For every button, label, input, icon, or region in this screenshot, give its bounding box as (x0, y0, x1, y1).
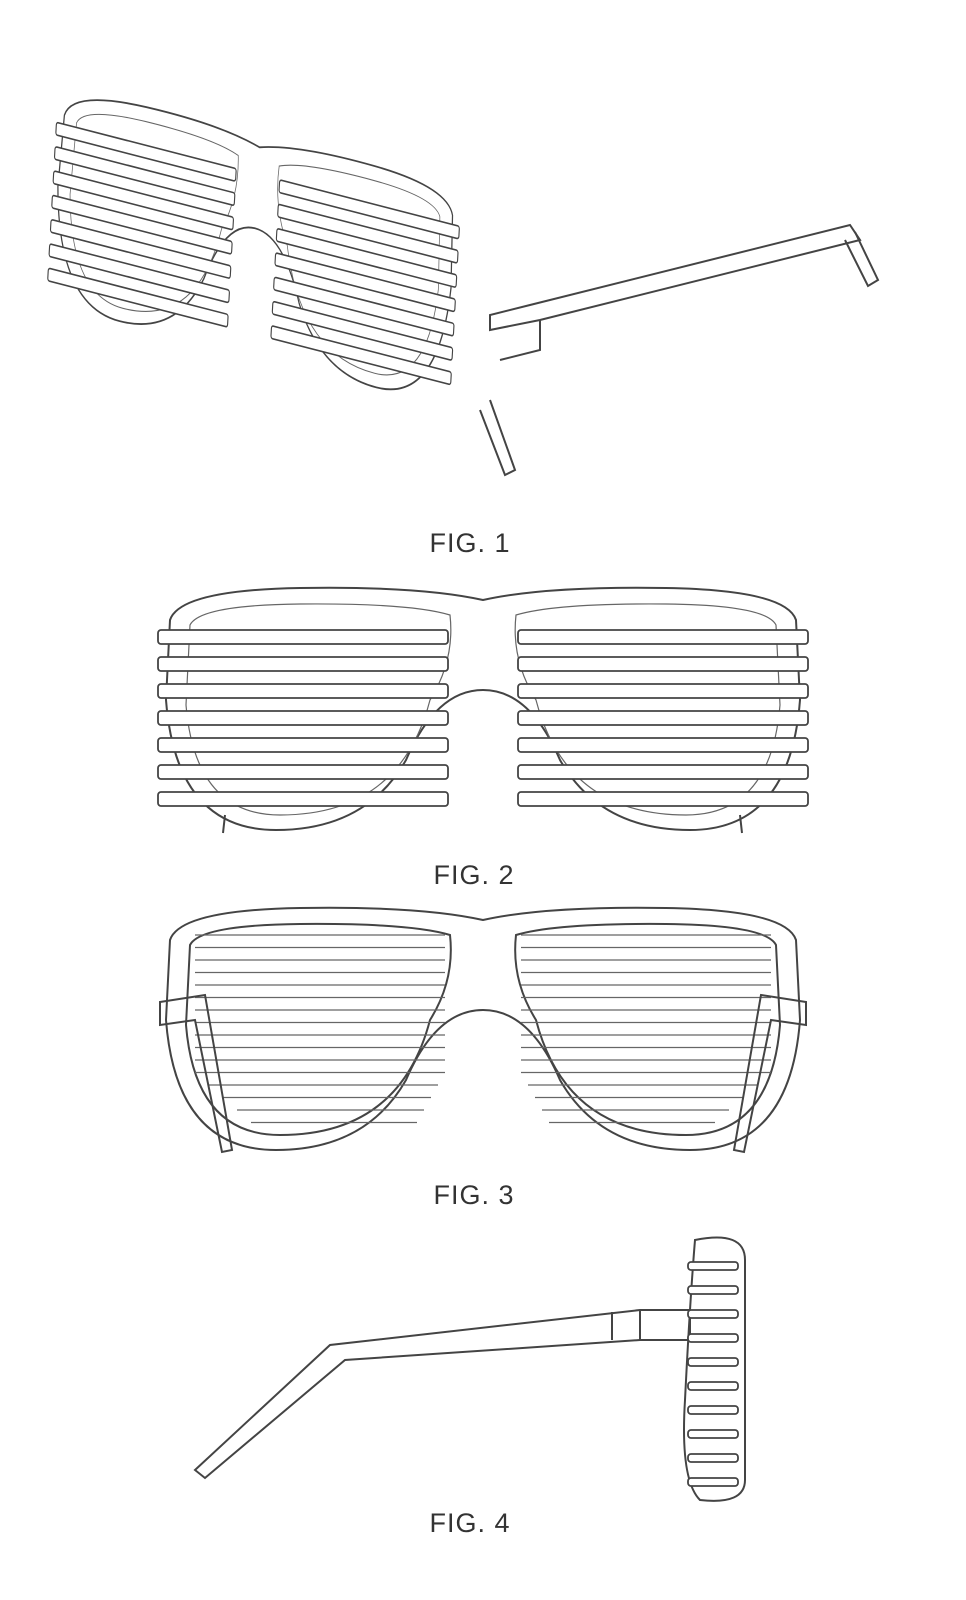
fig1-perspective-view (47, 84, 880, 477)
slat (277, 203, 459, 264)
slat (52, 170, 234, 231)
fig2-front-view (157, 586, 809, 834)
fig4-label: FIG. 4 (429, 1508, 511, 1538)
slat (157, 656, 449, 672)
slat (517, 656, 809, 672)
fig2-label: FIG. 2 (433, 860, 515, 890)
slat (274, 252, 456, 313)
slat (47, 267, 229, 328)
slat (517, 764, 809, 780)
slat (517, 629, 809, 645)
slat (517, 737, 809, 753)
slat (53, 146, 236, 206)
slat (687, 1453, 739, 1463)
fig3-label: FIG. 3 (433, 1180, 515, 1210)
slat (687, 1285, 739, 1295)
slat (157, 710, 449, 726)
slat (687, 1261, 739, 1271)
slat (687, 1429, 739, 1439)
slat (157, 629, 449, 645)
slat (157, 764, 449, 780)
fig1-label: FIG. 1 (429, 528, 511, 558)
slat (687, 1477, 739, 1487)
fig4-side-view (193, 1236, 746, 1502)
slat (48, 243, 230, 304)
fig3-rear-view (159, 906, 807, 1154)
slat (157, 737, 449, 753)
slat (51, 194, 233, 255)
slat (157, 683, 449, 699)
slat (687, 1333, 739, 1343)
slat (517, 791, 809, 807)
slat (687, 1405, 739, 1415)
slat (273, 276, 455, 337)
slat (687, 1309, 739, 1319)
slat (517, 683, 809, 699)
slat (687, 1357, 739, 1367)
slat (278, 179, 460, 240)
slat (55, 121, 237, 182)
slat (49, 219, 232, 279)
slat (271, 300, 454, 361)
slat (157, 791, 449, 807)
slat (517, 710, 809, 726)
slat (687, 1381, 739, 1391)
slat (275, 228, 458, 288)
slat (270, 325, 452, 386)
